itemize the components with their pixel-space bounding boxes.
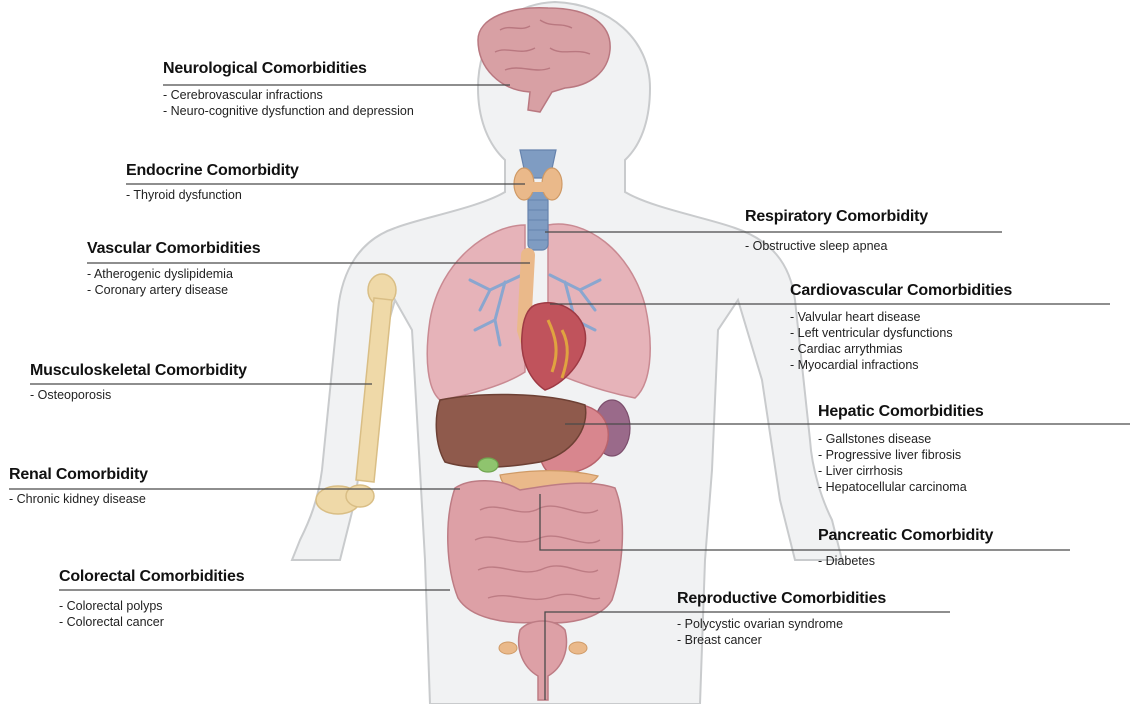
callout-cardiovascular-item: - Cardiac arrythmias [790,341,1012,357]
callout-neurological-title: Neurological Comorbidities [163,60,414,78]
callout-colorectal: Colorectal Comorbidities - Colorectal po… [59,568,244,630]
callout-cardiovascular-item: - Left ventricular dysfunctions [790,325,1012,341]
gallbladder [478,458,498,472]
callout-endocrine: Endocrine Comorbidity - Thyroid dysfunct… [126,162,299,203]
callout-vascular-item: - Atherogenic dyslipidemia [87,266,260,282]
intestines [448,481,623,623]
callout-reproductive-title: Reproductive Comorbidities [677,590,886,608]
callout-musculoskeletal-item: - Osteoporosis [30,387,247,403]
callout-hepatic-title: Hepatic Comorbidities [818,403,984,421]
callout-colorectal-item: - Colorectal polyps [59,598,244,614]
callout-vascular-title: Vascular Comorbidities [87,240,260,258]
callout-cardiovascular-item: - Myocardial infractions [790,357,1012,373]
callout-renal-item: - Chronic kidney disease [9,491,148,507]
callout-cardiovascular-title: Cardiovascular Comorbidities [790,282,1012,300]
callout-reproductive: Reproductive Comorbidities - Polycystic … [677,590,886,648]
callout-hepatic: Hepatic Comorbidities - Gallstones disea… [818,403,984,495]
callout-endocrine-title: Endocrine Comorbidity [126,162,299,180]
callout-colorectal-item: - Colorectal cancer [59,614,244,630]
callout-vascular-item: - Coronary artery disease [87,282,260,298]
callout-neurological: Neurological Comorbidities - Cerebrovasc… [163,60,414,119]
callout-pancreatic-title: Pancreatic Comorbidity [818,527,993,545]
callout-renal: Renal Comorbidity - Chronic kidney disea… [9,466,148,507]
callout-pancreatic-item: - Diabetes [818,553,993,569]
callout-musculoskeletal: Musculoskeletal Comorbidity - Osteoporos… [30,362,247,403]
callout-neurological-item: - Neuro-cognitive dysfunction and depres… [163,103,414,119]
callout-cardiovascular: Cardiovascular Comorbidities - Valvular … [790,282,1012,373]
callout-renal-title: Renal Comorbidity [9,466,148,484]
callout-endocrine-item: - Thyroid dysfunction [126,187,299,203]
callout-musculoskeletal-title: Musculoskeletal Comorbidity [30,362,247,380]
callout-pancreatic: Pancreatic Comorbidity - Diabetes [818,527,993,569]
callout-hepatic-item: - Progressive liver fibrosis [818,447,984,463]
callout-hepatic-item: - Gallstones disease [818,431,984,447]
callout-cardiovascular-item: - Valvular heart disease [790,309,1012,325]
callout-hepatic-item: - Liver cirrhosis [818,463,984,479]
callout-vascular: Vascular Comorbidities - Atherogenic dys… [87,240,260,298]
callout-neurological-item: - Cerebrovascular infractions [163,87,414,103]
callout-hepatic-item: - Hepatocellular carcinoma [818,479,984,495]
callout-reproductive-item: - Breast cancer [677,632,886,648]
callout-respiratory-item: - Obstructive sleep apnea [745,238,928,254]
callout-colorectal-title: Colorectal Comorbidities [59,568,244,586]
callout-reproductive-item: - Polycystic ovarian syndrome [677,616,886,632]
callout-respiratory-title: Respiratory Comorbidity [745,208,928,226]
callout-respiratory: Respiratory Comorbidity - Obstructive sl… [745,208,928,254]
